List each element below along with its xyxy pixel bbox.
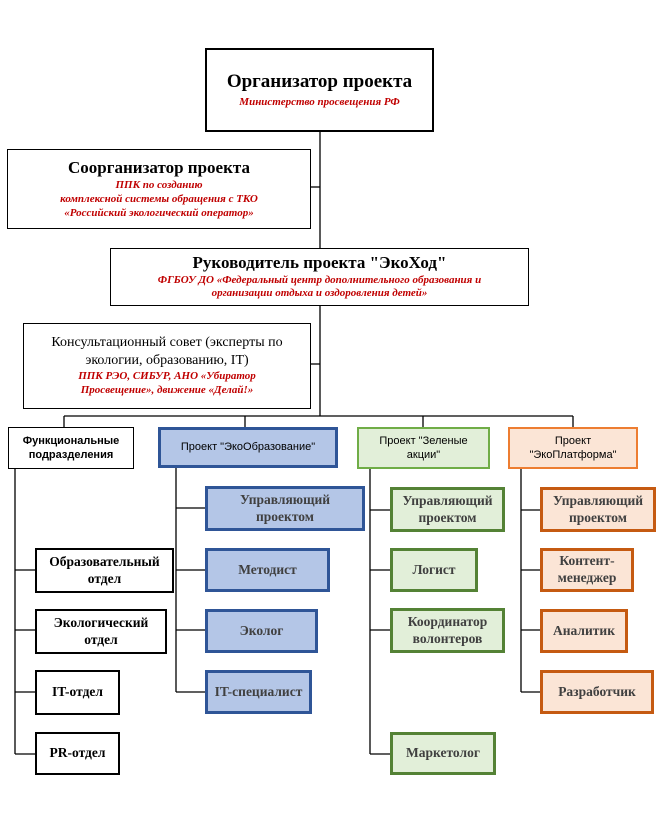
- green-role: Координатор волонтеров: [390, 608, 505, 653]
- edu-header: Проект "ЭкоОбразование": [158, 427, 338, 468]
- green-role: Логист: [390, 548, 478, 592]
- functional-header-line: Функциональные: [22, 434, 120, 447]
- functional-item-line: PR-отдел: [49, 745, 106, 761]
- green-role: Маркетолог: [390, 732, 496, 775]
- leader-title: Руководитель проекта "ЭкоХод": [192, 252, 447, 272]
- functional-header: Функциональные подразделения: [8, 427, 134, 469]
- edu-role: Управляющий проектом: [205, 486, 365, 531]
- green-role-line: волонтеров: [412, 630, 483, 646]
- coorganizer-org-line: комплексной системы обращения с ТКО: [60, 192, 258, 205]
- leader-org-line: организации отдыха и оздоровления детей»: [211, 287, 428, 300]
- organizer-title: Организатор проекта: [226, 70, 413, 92]
- coorganizer-box: Соорганизатор проекта ППК по созданию ко…: [7, 149, 311, 229]
- platform-header-line: "ЭкоПлатформа": [529, 449, 617, 461]
- platform-role: Контент- менеджер: [540, 548, 634, 592]
- edu-role-line: Методист: [238, 561, 297, 577]
- green-header-line: Проект "Зеленые: [379, 434, 468, 447]
- platform-role-line: Контент-: [559, 553, 615, 569]
- edu-role-line: проектом: [256, 508, 314, 524]
- edu-role: Эколог: [205, 609, 318, 653]
- platform-role-line: Управляющий: [552, 492, 644, 508]
- edu-role: Методист: [205, 548, 330, 592]
- leader-box: Руководитель проекта "ЭкоХод" ФГБОУ ДО «…: [110, 248, 529, 306]
- functional-item-line: IT-отдел: [52, 684, 103, 700]
- green-role: Управляющий проектом: [390, 487, 505, 532]
- coorganizer-org-line: «Российский экологический оператор»: [64, 206, 254, 219]
- functional-item: Экологический отдел: [35, 609, 167, 654]
- platform-role: Аналитик: [540, 609, 628, 653]
- functional-item-line: отдел: [84, 631, 118, 647]
- functional-item-line: Экологический: [53, 614, 149, 630]
- edu-role: IT-специалист: [205, 670, 312, 714]
- edu-role-line: Эколог: [239, 622, 284, 638]
- edu-header-label: Проект "ЭкоОбразование": [180, 441, 316, 454]
- council-org-line: ППК РЭО, СИБУР, АНО «Убиратор: [78, 370, 256, 383]
- green-role-line: Маркетолог: [406, 745, 480, 761]
- functional-item: IT-отдел: [35, 670, 120, 715]
- council-org-line: Просвещение», движение «Делай!»: [80, 384, 254, 397]
- platform-header: Проект "ЭкоПлатформа": [508, 427, 638, 469]
- functional-header-line: подразделения: [28, 449, 114, 461]
- green-role-line: проектом: [418, 509, 477, 525]
- council-text-line: Консультационный совет (эксперты по: [51, 335, 283, 351]
- functional-item-line: Образовательный: [49, 553, 160, 569]
- green-role-line: Управляющий: [402, 492, 493, 508]
- leader-org-line: ФГБОУ ДО «Федеральный центр дополнительн…: [157, 273, 482, 286]
- platform-role-line: проектом: [569, 509, 627, 525]
- functional-item: PR-отдел: [35, 732, 120, 775]
- functional-item: Образовательный отдел: [35, 548, 174, 593]
- green-header: Проект "Зеленые акции": [357, 427, 490, 469]
- green-header-line: акции": [406, 449, 441, 461]
- platform-role: Управляющий проектом: [540, 487, 656, 532]
- platform-role-line: менеджер: [557, 570, 617, 585]
- platform-role: Разработчик: [540, 670, 654, 714]
- functional-item-line: отдел: [87, 570, 122, 586]
- organizer-org: Министерство просвещения РФ: [239, 95, 400, 108]
- green-role-line: Координатор: [407, 613, 488, 629]
- council-box: Консультационный совет (эксперты по экол…: [23, 323, 311, 409]
- council-text-line: экологии, образованию, IT): [85, 353, 249, 369]
- platform-role-line: Разработчик: [558, 683, 636, 699]
- green-role-line: Логист: [412, 561, 456, 577]
- coorganizer-title: Соорганизатор проекта: [68, 157, 250, 177]
- coorganizer-org-line: ППК по созданию: [115, 179, 203, 192]
- organizer-box: Организатор проекта Министерство просвещ…: [205, 48, 434, 132]
- edu-role-line: Управляющий: [239, 491, 331, 507]
- edu-role-line: IT-специалист: [214, 683, 303, 699]
- platform-role-line: Аналитик: [553, 622, 615, 638]
- platform-header-line: Проект: [554, 434, 592, 447]
